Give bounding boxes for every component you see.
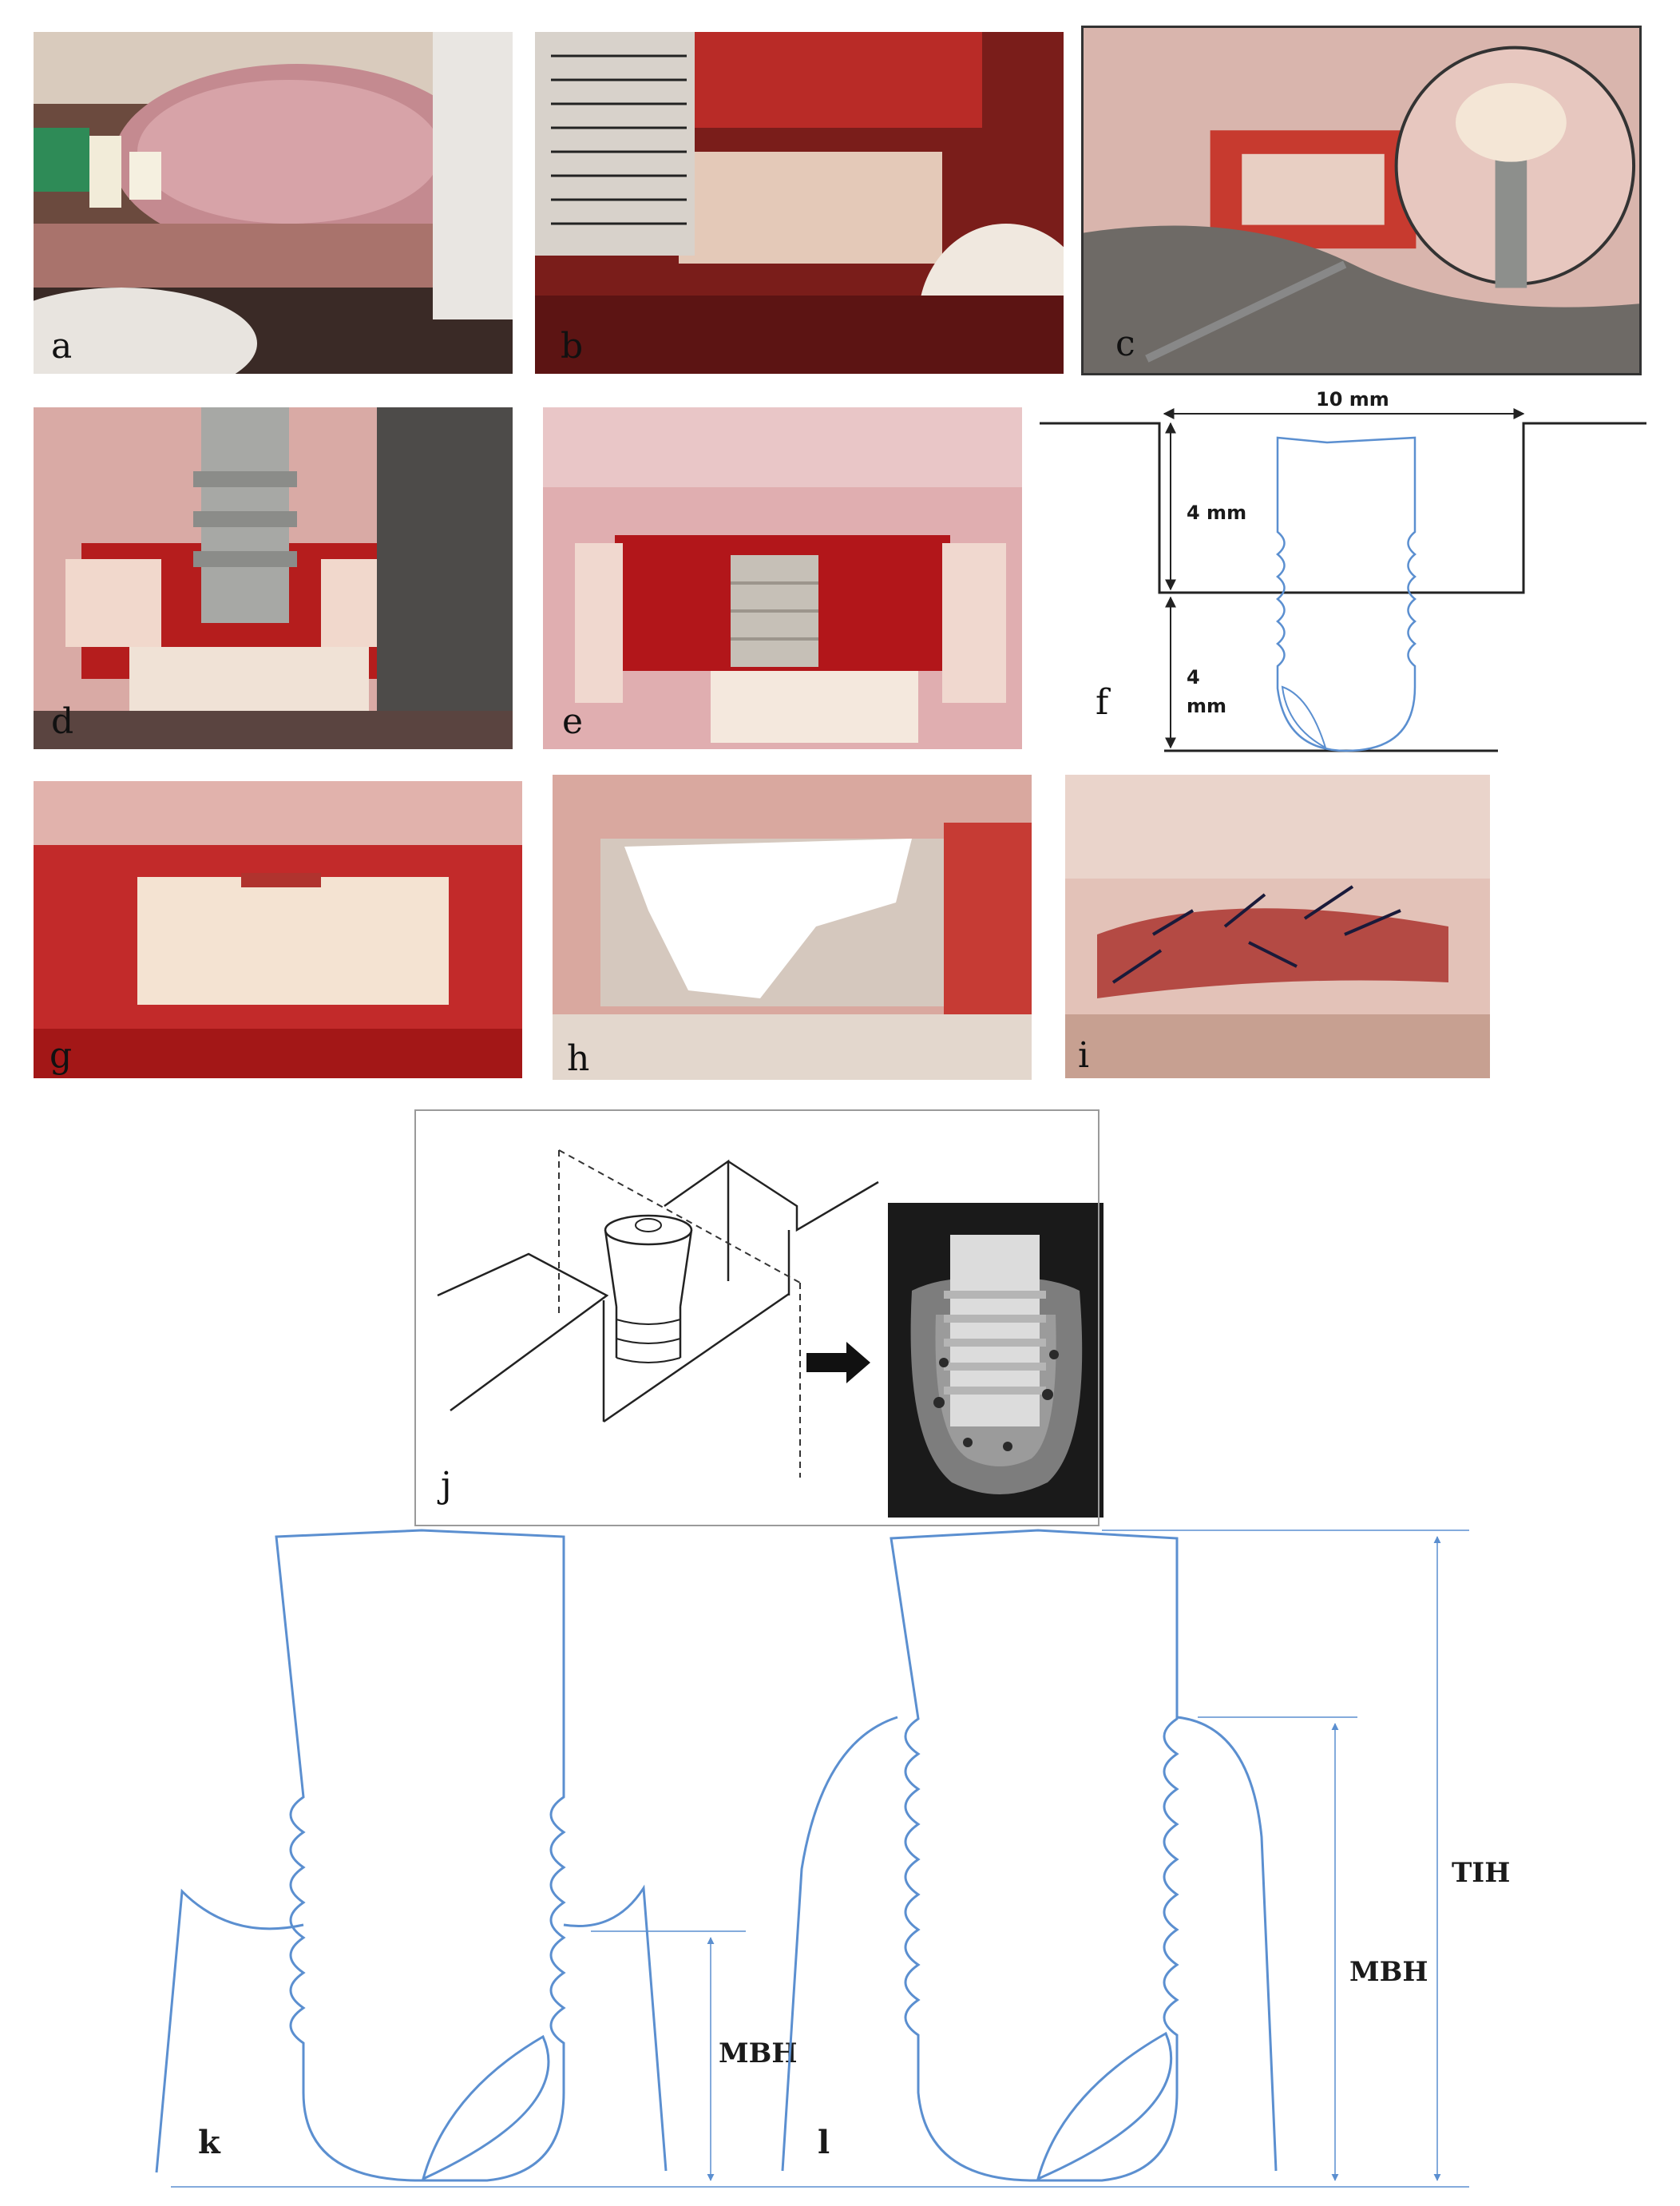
photo-panel-b: b (535, 32, 1064, 374)
schematic-f-defect-dimensions: 10 mm 4 mm 4 mm (1040, 388, 1646, 752)
schematic-k-marginal-bone (155, 1529, 746, 2182)
photo-panel-d: d (34, 407, 513, 749)
apical-label-number: 4 (1187, 666, 1200, 688)
implant-apex-l (1036, 2031, 1173, 2181)
defect-outline (1040, 422, 1646, 594)
bone-left-k (155, 1888, 304, 2173)
width-label: 10 mm (1316, 388, 1389, 411)
photo-bone-defect-with-inset (1084, 28, 1639, 373)
panel-label-i: i (1078, 1035, 1090, 1076)
panel-label-c: c (1115, 323, 1135, 364)
radiograph-panel-j (888, 1203, 1103, 1518)
photo-bone-block (34, 781, 522, 1078)
bone-right-k (563, 1884, 668, 2172)
photo-panel-a: a (34, 32, 513, 374)
photo-graft-material (553, 775, 1032, 1080)
panel-label-k: k (198, 2124, 221, 2161)
schematic-l-marginal-bone (171, 1529, 1469, 2188)
tih-label: TIH (1452, 1857, 1510, 1889)
photo-panel-h: h (553, 775, 1032, 1080)
implant-outline-f (1276, 436, 1417, 752)
bone-left-l (781, 1716, 898, 2172)
panel-label-l: l (818, 2124, 830, 2161)
photo-sutured-flap (1065, 775, 1490, 1078)
photo-oral-cavity (34, 32, 513, 374)
photo-panel-e: e (543, 407, 1022, 749)
implant-apex-f (1281, 685, 1327, 750)
radiograph-implant-section (888, 1203, 1103, 1518)
panel-label-f: f (1096, 682, 1111, 723)
mbh-label-k: MBH (719, 2037, 798, 2069)
arrow-right-icon (806, 1342, 870, 1383)
panel-label-j: j (437, 1465, 452, 1506)
panel-label-b: b (561, 326, 584, 367)
apical-label-unit: mm (1187, 695, 1226, 717)
panel-label-h: h (567, 1038, 590, 1079)
photo-ruler-measurement (535, 32, 1064, 374)
photo-panel-g: g (34, 781, 522, 1078)
implant-outline-l (890, 1529, 1179, 2182)
photo-implant-drilling (34, 407, 513, 749)
photo-panel-i: i (1065, 775, 1490, 1078)
bone-right-l (1176, 1716, 1278, 2172)
depth-label: 4 mm (1187, 502, 1246, 524)
panel-label-g: g (50, 1035, 73, 1076)
photo-implant-placed (543, 407, 1022, 749)
panel-label-a: a (51, 326, 73, 367)
mbh-label-l: MBH (1349, 1956, 1428, 1988)
implant-outline-k (275, 1529, 566, 2182)
implant-apex-k (421, 2034, 550, 2181)
panel-label-e: e (562, 701, 584, 742)
photo-panel-c: c (1081, 26, 1642, 375)
panel-label-d: d (51, 701, 74, 742)
